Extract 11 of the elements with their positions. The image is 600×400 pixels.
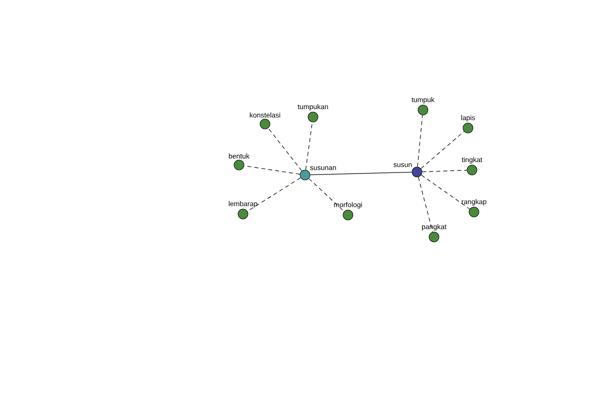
connector-line (268, 128, 302, 172)
connector-line (421, 174, 470, 210)
connector-line (305, 122, 313, 170)
connector-line (308, 178, 344, 212)
connector-line (422, 170, 468, 172)
connector-line (420, 131, 464, 169)
connector-line (417, 114, 423, 168)
connector-line (310, 172, 412, 176)
connector-line (418, 176, 433, 232)
connector-line (244, 165, 300, 175)
connector-line (247, 178, 301, 212)
